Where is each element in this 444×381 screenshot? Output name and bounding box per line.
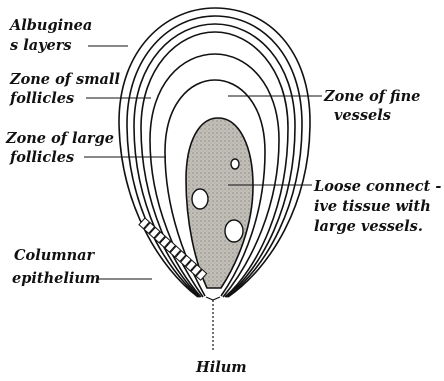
label-fine-vessels-line2: vessels <box>334 107 391 124</box>
label-columnar-line2: epithelium <box>12 270 100 287</box>
label-loose-tissue-line1: Loose connect - <box>313 178 441 195</box>
vessel-small-top <box>231 159 239 169</box>
label-large-follicles-line2: follicles <box>9 149 74 166</box>
label-hilum: Hilum <box>195 359 247 376</box>
label-albuginea-line1: Albuginea <box>8 17 92 34</box>
label-small-follicles-line1: Zone of small <box>9 71 120 88</box>
label-albuginea-line2: s layers <box>10 37 72 54</box>
label-loose-tissue-line3: large vessels. <box>314 218 423 235</box>
vessel-large-right <box>225 220 243 242</box>
label-loose-tissue-line2: ive tissue with <box>314 198 431 215</box>
hilum-mark <box>206 297 220 352</box>
label-small-follicles-line2: follicles <box>9 90 74 107</box>
label-large-follicles-line1: Zone of large <box>5 130 114 147</box>
label-columnar-line1: Columnar <box>14 247 96 264</box>
label-fine-vessels-line1: Zone of fine <box>323 88 420 105</box>
vessel-large-left <box>192 189 208 209</box>
